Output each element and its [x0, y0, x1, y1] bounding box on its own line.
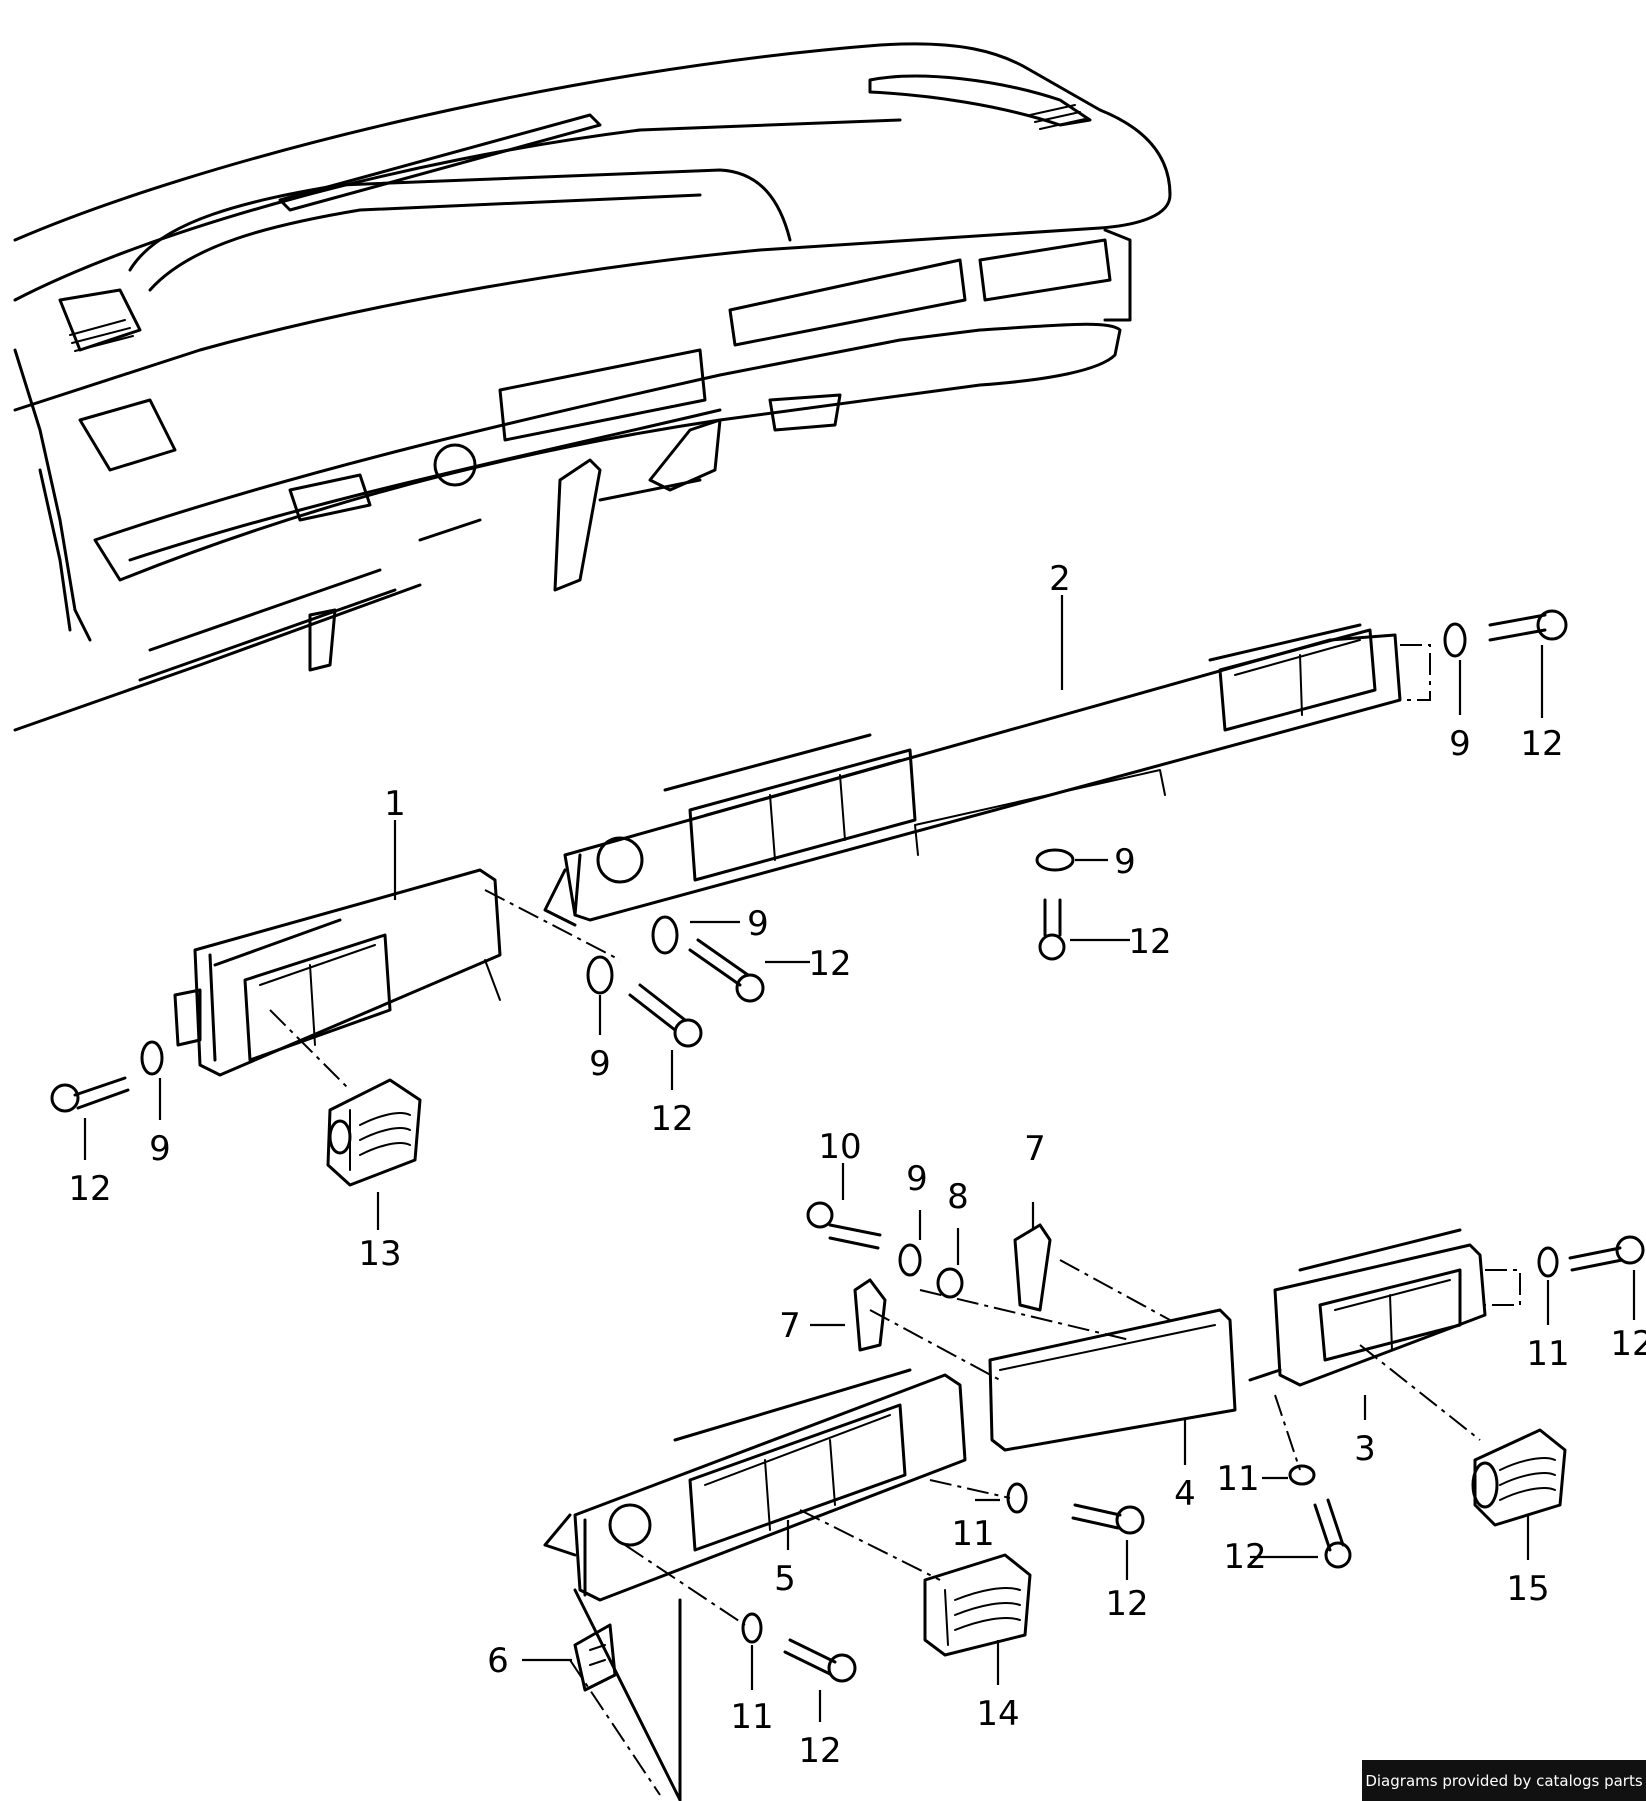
callout-10: 10	[818, 1127, 861, 1167]
vent-housing-center	[543, 623, 1402, 927]
vent-housing-left	[173, 868, 502, 1077]
callout-7: 7	[779, 1306, 801, 1346]
callout-4: 4	[1174, 1474, 1196, 1514]
callout-12: 12	[1520, 724, 1563, 764]
callout-12: 12	[650, 1099, 693, 1139]
callout-15: 15	[1506, 1569, 1549, 1609]
vent-nozzle-14	[923, 1553, 1032, 1657]
callout-12: 12	[1128, 922, 1171, 962]
callout-9: 9	[747, 904, 769, 944]
callout-12: 12	[1223, 1537, 1266, 1577]
fasteners	[50, 609, 1645, 1683]
callout-11: 11	[1216, 1459, 1259, 1499]
callout-9: 9	[149, 1129, 171, 1169]
mounting-brackets	[573, 1223, 1052, 1692]
callout-9: 9	[906, 1159, 928, 1199]
callout-11: 11	[730, 1697, 773, 1737]
callout-1: 1	[384, 784, 406, 824]
callout-3: 3	[1354, 1429, 1376, 1469]
vent-nozzle-13	[326, 1078, 422, 1187]
callout-7: 7	[1024, 1129, 1046, 1169]
callout-2: 2	[1049, 559, 1071, 599]
callout-labels: 2 1 9 12 9 12 9 12 9 12 9 12 13 10 9 8 7…	[68, 559, 1646, 1771]
callout-12: 12	[798, 1731, 841, 1771]
callout-9: 9	[589, 1044, 611, 1084]
callout-12: 12	[808, 944, 851, 984]
callout-8: 8	[947, 1177, 969, 1217]
callout-11: 11	[951, 1514, 994, 1554]
vent-nozzle-15	[1471, 1428, 1567, 1527]
callout-12: 12	[1105, 1584, 1148, 1624]
assembly-lines	[269, 644, 1521, 1801]
callout-6: 6	[487, 1641, 509, 1681]
vent-housing-lower	[543, 1368, 967, 1602]
callout-13: 13	[358, 1234, 401, 1274]
cover-plate-4	[988, 1308, 1237, 1452]
vent-housing-right	[1248, 1228, 1487, 1387]
callout-14: 14	[976, 1694, 1019, 1734]
callout-11: 11	[1526, 1334, 1569, 1374]
callout-9: 9	[1449, 724, 1471, 764]
callout-9: 9	[1114, 842, 1136, 882]
dashboard-assembly	[13, 42, 1172, 732]
credit-banner: Diagrams provided by catalogs parts	[1362, 1760, 1646, 1801]
callout-12: 12	[1610, 1324, 1646, 1364]
callout-12: 12	[68, 1169, 111, 1209]
callout-5: 5	[774, 1559, 796, 1599]
leader-lines	[83, 595, 1636, 1722]
